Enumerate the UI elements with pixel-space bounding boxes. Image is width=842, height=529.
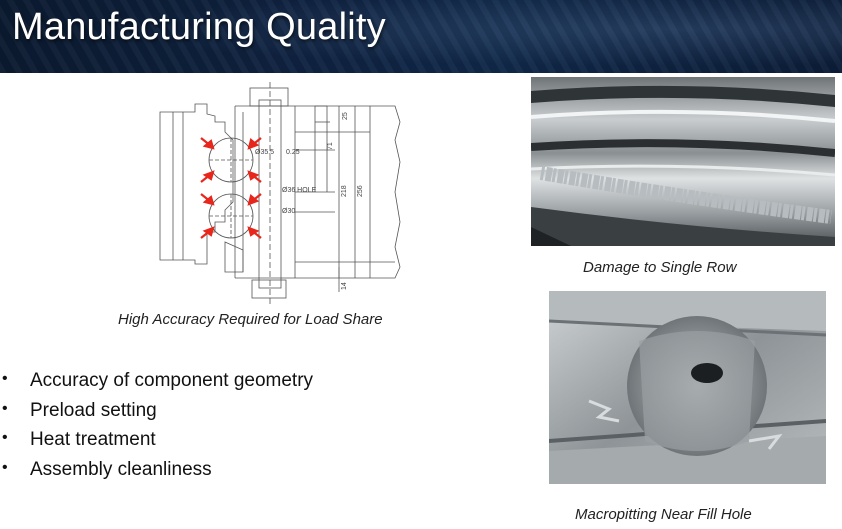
dim-256: 256	[357, 185, 364, 197]
dim-inner-diameter: Ø30	[282, 208, 295, 215]
slide-title: Manufacturing Quality	[12, 6, 386, 48]
load-arrows	[200, 137, 262, 239]
bearing-cross-section-drawing: Ø35.5 0.25 Ø36 HOLE Ø30 25 71 218 256 14	[159, 82, 401, 304]
dim-25: 25	[342, 112, 349, 120]
bullet-text: Accuracy of component geometry	[30, 370, 314, 391]
list-item: • Accuracy of component geometry	[0, 370, 313, 400]
bullet-dot: •	[2, 458, 8, 476]
bullet-text: Heat treatment	[30, 429, 156, 450]
dim-hole: Ø36 HOLE	[282, 187, 317, 194]
list-item: • Assembly cleanliness	[0, 459, 313, 489]
raceway-damage-photo	[531, 77, 835, 246]
list-item: • Heat treatment	[0, 429, 313, 459]
title-bar: Manufacturing Quality	[0, 0, 842, 73]
dim-tolerance: 0.25	[286, 149, 300, 156]
photo2-caption: Macropitting Near Fill Hole	[575, 506, 752, 523]
bullet-list: • Accuracy of component geometry • Preload…	[0, 370, 313, 488]
bullet-text: Preload setting	[30, 399, 157, 421]
dim-ball-diameter: Ø35.5	[255, 149, 274, 156]
dim-218: 218	[341, 185, 348, 197]
title-bar-texture	[0, 0, 842, 73]
dim-14: 14	[341, 282, 348, 290]
bullet-dot: •	[2, 429, 8, 446]
bullet-dot: •	[2, 399, 8, 417]
photo1-caption: Damage to Single Row	[583, 259, 737, 276]
fill-hole-photo	[549, 291, 826, 484]
drawing-caption: High Accuracy Required for Load Share	[118, 311, 383, 328]
bullet-dot: •	[2, 370, 8, 387]
list-item: • Preload setting	[0, 400, 313, 430]
dim-71: 71	[327, 142, 334, 150]
bullet-text: Assembly cleanliness	[30, 458, 212, 480]
